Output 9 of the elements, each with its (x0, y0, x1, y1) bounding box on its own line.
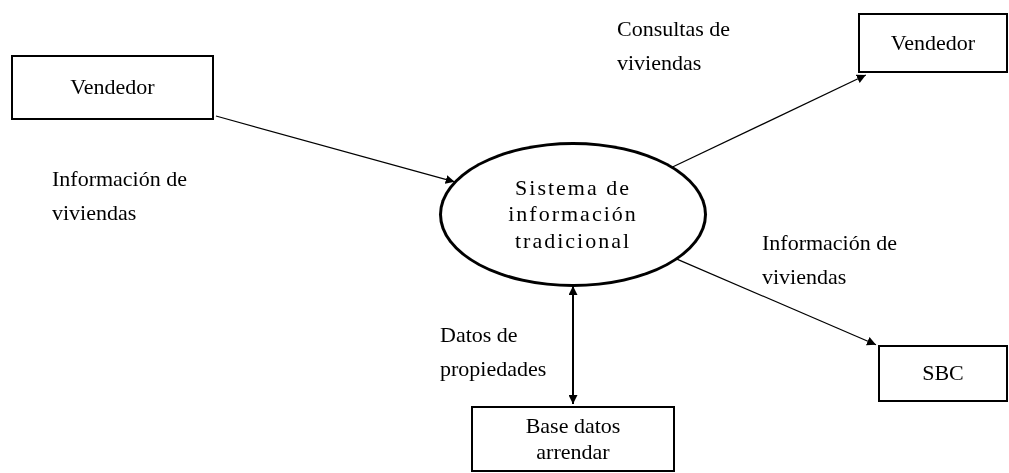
arrow (568, 285, 578, 405)
entity-box: SBC (878, 345, 1008, 402)
arrow (676, 258, 877, 346)
entity-box: Vendedor (858, 13, 1008, 73)
entity-box: Base datos arrendar (471, 406, 675, 472)
arrow (671, 74, 867, 168)
arrow (215, 115, 456, 184)
entity-box: Vendedor (11, 55, 214, 120)
process-ellipse: Sistema de información tradicional (442, 145, 704, 284)
